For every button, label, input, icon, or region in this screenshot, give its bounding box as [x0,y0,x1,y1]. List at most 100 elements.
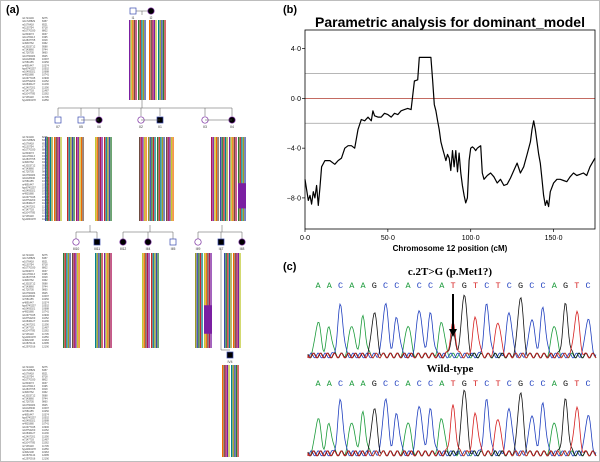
wildtype-base-letter: C [417,379,422,389]
mutant-base-letter: G [462,281,467,291]
snp-id: rs7147703 [22,208,34,211]
haplotype-bar [170,137,173,221]
pedigree-label-III-10: III10 [73,247,80,251]
haplotype-bar [108,137,111,221]
mutant-base-letter: T [473,281,478,291]
snp-id: rs18754200 [22,199,36,202]
haplotype-bar [153,20,156,100]
snp-id: rs12847765 [22,276,36,279]
snp-id: rs4930762 [22,391,34,394]
snp-position: 8802 [42,267,48,270]
panel-label-c: (c) [283,261,297,273]
haplotype-bar [164,20,166,100]
snp-position: 8802 [42,30,48,33]
haplotype-bar [76,253,79,348]
wildtype-base-letter: A [315,379,321,389]
snp-position: 11390 [42,323,49,326]
snp-id: rs11028040 [22,177,36,180]
wildtype-base-letter: T [495,379,500,389]
snp-id: hgv8745257 [22,186,36,189]
haplotype-bar [152,253,154,348]
snp-position: 9462 [42,279,48,282]
haplotype-bar [154,137,156,221]
haplotype-bar [67,137,69,221]
pedigree-label-II-5: II5 [79,125,83,129]
haplotype-bar [226,365,229,457]
wildtype-base-letter: A [360,379,366,389]
snp-position: 9925 [42,55,48,58]
haplotype-bar [80,137,83,221]
snp-position: 8718 [42,375,48,378]
snp-id: rs13023712 [22,394,36,397]
haplotype-bar [145,253,147,348]
haplotype-bar [210,253,212,348]
snp-position: 8275 [42,366,48,369]
haplotype-bar [148,253,150,348]
haplotype-bar [108,253,111,348]
snp-id: rs1724146 [22,254,34,257]
snp-position: 10097 [42,407,50,410]
snp-id: rs11728829 [22,139,36,142]
haplotype-bar [228,253,231,348]
snp-position: 9588 [42,282,48,285]
haplotype-bar [162,20,165,100]
haplotype-bar [105,253,107,348]
wildtype-base-letter: C [428,379,433,389]
pedigree-female-III-10 [72,238,80,246]
snp-id: rs10846127 [22,202,36,205]
mutant-trace-c [307,302,597,359]
snp-position: 11705 [42,96,49,99]
mutant-base-letter: T [495,281,500,291]
snp-position: 11850 [42,448,49,451]
pedigree-label-I-1: I1 [132,16,135,20]
snp-position: 9744 [42,286,48,289]
snp-id: hgv4840278 [22,336,36,339]
haplotype-bar [51,137,53,221]
snp-position: 11850 [42,99,49,102]
haplotype-bar [69,253,71,348]
wildtype-base-letter: T [574,379,579,389]
haplotype-bar [96,137,98,221]
haplotype-bar [234,253,236,348]
wildtype-base-letter: A [327,379,333,389]
snp-id: rs4931880 [22,193,34,196]
haplotype-bar [155,20,157,100]
haplotype-bar [227,253,229,348]
snp-position: 10374 [42,64,50,67]
haplotype-bar [107,137,109,221]
wildtype-base-letter: G [563,379,568,389]
snp-position: 10688 [42,420,50,423]
snp-id: rs10846127 [22,320,36,323]
haplotype-bar [158,137,160,221]
snp-position: 11963 [42,451,49,454]
haplotype-bar [60,137,62,221]
haplotype-bar [166,137,168,221]
chart-title: Parametric analysis for dominant_model [315,14,585,30]
haplotype-bar [151,137,153,221]
haplotype-bar [241,137,243,221]
snp-id: rs11178213 [22,385,35,388]
snp-id: rs11728829 [22,257,36,260]
snp-position: 9195 [42,36,48,39]
snp-position: 8718 [42,263,48,266]
snp-id: rs11178213 [22,36,35,39]
snp-id: rs12407201 [22,86,36,89]
snp-id: rs13023712 [22,164,36,167]
snp-position: 9037 [42,270,48,273]
haplotype-bar [237,253,240,348]
haplotype-bar [132,20,134,100]
haplotype-bar [99,137,102,221]
snp-id: rs10977045 [22,426,36,429]
haplotype-bar [225,365,227,457]
snp-id: rs10760484 [22,292,36,295]
x-tick-label: 0·0 [300,235,310,242]
haplotype-bar [237,365,239,457]
mutant-base-letter: C [507,281,512,291]
haplotype-bar [161,137,164,221]
snp-id: rs10493021 [22,308,36,311]
haplotype-bar [138,20,140,100]
wildtype-base-letter: G [518,379,523,389]
haplotype-bar [73,137,75,221]
haplotype-bar [55,137,57,221]
wildtype-base-letter: C [394,379,399,389]
